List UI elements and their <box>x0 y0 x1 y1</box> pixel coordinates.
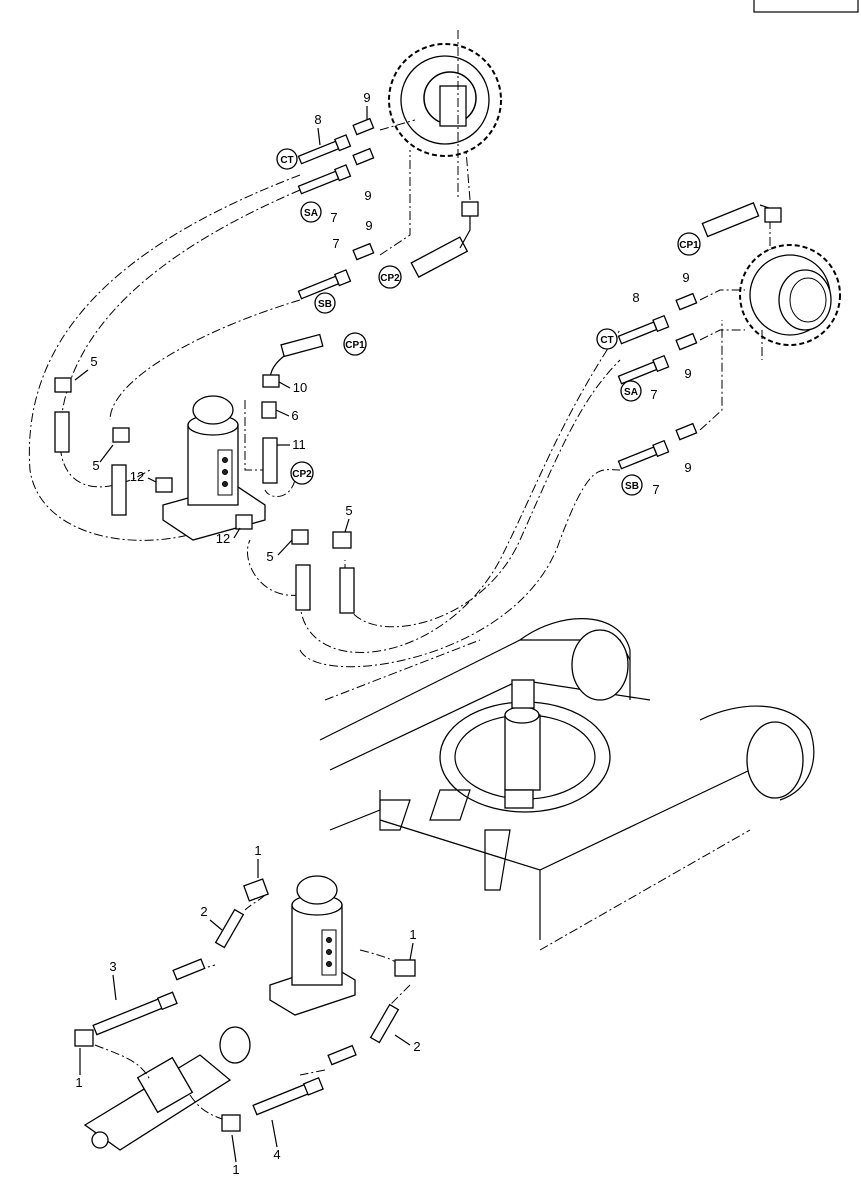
svg-text:SB: SB <box>318 299 332 310</box>
callout-7-top-1: 7 <box>330 210 337 225</box>
right-fittings <box>617 202 782 470</box>
svg-text:CP2: CP2 <box>292 469 312 480</box>
hose-routes <box>28 119 771 668</box>
callout-9-right-1: 9 <box>682 270 689 285</box>
callout-9-top-3: 9 <box>365 218 372 233</box>
svg-text:CP2: CP2 <box>380 273 400 284</box>
tag-cp1-right: CP1 <box>677 232 701 256</box>
callout-10: 10 <box>293 380 307 395</box>
callout-2-b: 2 <box>413 1039 420 1054</box>
callout-4: 4 <box>273 1147 280 1162</box>
tag-sb-top: SB <box>314 292 336 314</box>
svg-text:SA: SA <box>304 208 318 219</box>
top-sprocket <box>388 30 502 200</box>
callout-5-b: 5 <box>92 458 99 473</box>
tag-cp2-top: CP2 <box>378 265 402 289</box>
svg-text:CT: CT <box>600 335 613 346</box>
svg-text:CP1: CP1 <box>345 340 365 351</box>
svg-text:CT: CT <box>280 155 293 166</box>
svg-text:SB: SB <box>625 481 639 492</box>
callout-3: 3 <box>109 959 116 974</box>
callout-5-a: 5 <box>90 354 97 369</box>
callout-12-a: 12 <box>130 469 144 484</box>
tag-sa-right: SA <box>620 380 642 402</box>
tag-cp2-center: CP2 <box>290 461 314 485</box>
callout-8-right: 8 <box>632 290 639 305</box>
svg-text:SA: SA <box>624 387 638 398</box>
callout-1-a: 1 <box>254 843 261 858</box>
right-sprocket <box>739 244 841 360</box>
callout-1-b: 1 <box>409 927 416 942</box>
svg-text:CP1: CP1 <box>679 240 699 251</box>
callout-1-c: 1 <box>75 1075 82 1090</box>
callout-9-top-1: 9 <box>363 90 370 105</box>
tag-ct-top: CT <box>276 148 298 170</box>
callout-7-right-1: 7 <box>650 387 657 402</box>
page-number-box <box>753 0 859 13</box>
callout-1-d: 1 <box>232 1162 239 1177</box>
undercarriage-frame <box>319 618 815 951</box>
top-fittings <box>297 117 479 300</box>
tag-ct-right: CT <box>596 328 618 350</box>
tag-cp1-center: CP1 <box>343 332 367 356</box>
center-swivel-joint-lower <box>269 875 356 1016</box>
elbow-fitting-5a <box>54 377 72 393</box>
callout-11: 11 <box>292 437 306 452</box>
callout-9-right-3: 9 <box>684 460 691 475</box>
callout-7-right-2: 7 <box>652 482 659 497</box>
tag-sb-right: SB <box>621 474 643 496</box>
callout-12-b: 12 <box>216 531 230 546</box>
callout-6: 6 <box>291 408 298 423</box>
callout-5-c: 5 <box>345 503 352 518</box>
callout-2-a: 2 <box>200 904 207 919</box>
callout-numbers: 8 9 9 7 9 7 8 9 9 7 9 7 5 5 12 10 6 11 5… <box>74 90 692 1177</box>
callout-5-d: 5 <box>266 549 273 564</box>
lower-hose-fittings <box>74 878 416 1132</box>
connection-tags: CT SA SB CP2 CP1 CP1 CP2 CT <box>276 148 701 496</box>
callout-9-right-2: 9 <box>684 366 691 381</box>
dozer-cylinder <box>83 894 411 1151</box>
callout-8-top: 8 <box>314 112 321 127</box>
tag-sa-top: SA <box>300 201 322 223</box>
callout-7-top-2: 7 <box>332 236 339 251</box>
center-swivel-joint-upper <box>54 333 355 614</box>
callout-9-top-2: 9 <box>364 188 371 203</box>
